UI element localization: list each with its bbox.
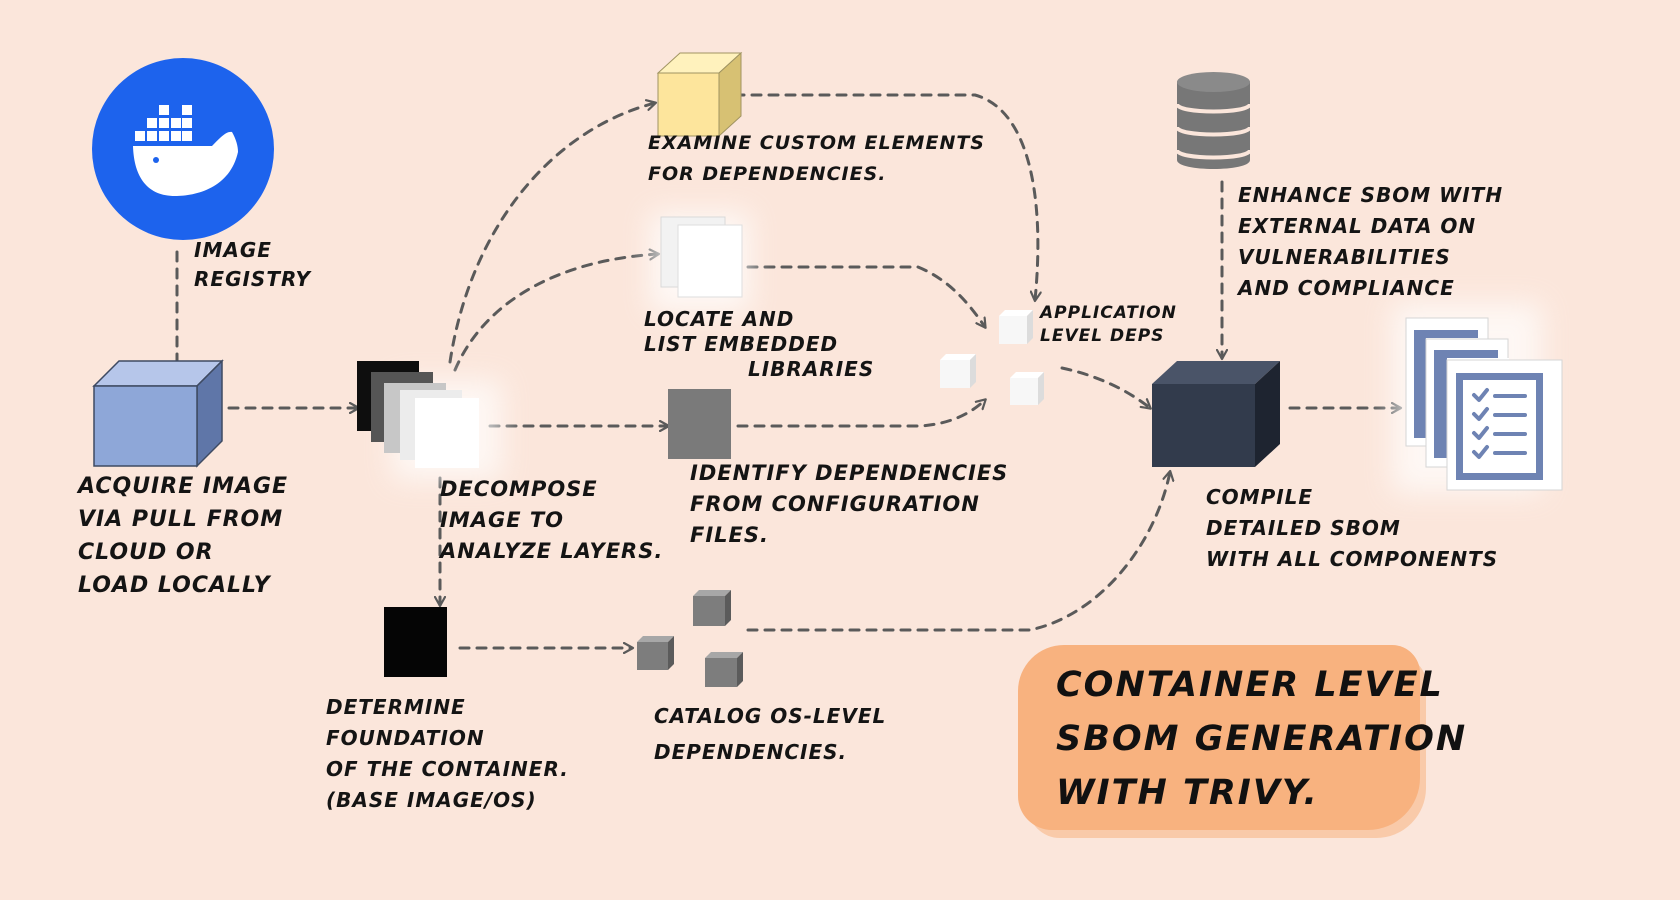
- label-line: FILES.: [690, 523, 769, 547]
- label-line: ENHANCE SBOM WITH: [1238, 183, 1504, 207]
- diagram-title: CONTAINER LEVEL SBOM GENERATION WITH TRI…: [1056, 658, 1467, 820]
- label-line: VIA PULL FROM: [78, 507, 284, 532]
- label-line: IMAGE TO: [440, 508, 565, 532]
- arrow-examine-to-app: [733, 93, 1038, 300]
- label-app-deps: APPLICATION LEVEL DEPS: [1040, 302, 1177, 348]
- label-line: VULNERABILITIES: [1238, 245, 1451, 269]
- arrow-app-to-sbom: [1060, 366, 1150, 408]
- label-line: ACQUIRE IMAGE: [78, 474, 289, 499]
- label-compile: COMPILE DETAILED SBOM WITH ALL COMPONENT…: [1206, 482, 1498, 575]
- label-line: APPLICATION: [1040, 303, 1177, 323]
- label-line: CATALOG OS-LEVEL: [654, 704, 887, 728]
- label-line: DECOMPOSE: [440, 477, 598, 501]
- arrow-layers-to-locate: [453, 254, 658, 372]
- checklist-document-icon: [1472, 388, 1527, 459]
- label-acquire-image: ACQUIRE IMAGE VIA PULL FROM CLOUD OR LOA…: [78, 470, 288, 602]
- label-decompose: DECOMPOSE IMAGE TO ANALYZE LAYERS.: [440, 474, 663, 567]
- label-line: LIST EMBEDDED: [644, 332, 839, 356]
- label-enhance: ENHANCE SBOM WITH EXTERNAL DATA ON VULNE…: [1238, 180, 1503, 304]
- label-line: LOCATE AND: [644, 307, 795, 331]
- label-image-registry: IMAGE REGISTRY: [194, 236, 311, 294]
- label-line: DETAILED SBOM: [1206, 516, 1401, 540]
- arrow-locate-to-app: [746, 265, 985, 327]
- label-determine: DETERMINE FOUNDATION OF THE CONTAINER. (…: [326, 692, 569, 816]
- app-deps-cubes: [940, 310, 1044, 405]
- label-line: DETERMINE: [326, 695, 466, 719]
- sbom-report-icon: [1392, 303, 1563, 493]
- docker-whale-icon: [133, 105, 238, 196]
- label-line: ANALYZE LAYERS.: [440, 539, 664, 563]
- label-locate: LOCATE AND LIST EMBEDDED LIBRARIES: [644, 307, 874, 382]
- label-line: EXAMINE CUSTOM ELEMENTS: [648, 132, 985, 154]
- title-line: CONTAINER LEVEL: [1056, 665, 1444, 705]
- image-layers-stack: [357, 361, 502, 480]
- label-line: REGISTRY: [194, 267, 312, 291]
- arrow-identify-to-app: [736, 400, 985, 428]
- label-line: FOR DEPENDENCIES.: [648, 163, 887, 185]
- label-line: AND COMPLIANCE: [1238, 276, 1455, 300]
- label-line: LIBRARIES: [748, 357, 875, 381]
- label-line: COMPILE: [1206, 485, 1314, 509]
- os-packages-cubes: [637, 590, 743, 687]
- label-identify: IDENTIFY DEPENDENCIES FROM CONFIGURATION…: [690, 458, 1008, 551]
- label-line: OF THE CONTAINER.: [326, 757, 569, 781]
- base-image-box: [384, 607, 447, 677]
- sbom-cube: [1152, 361, 1280, 467]
- arrow-layers-to-examine: [448, 103, 655, 364]
- label-line: IMAGE: [194, 238, 272, 262]
- title-line: WITH TRIVY.: [1056, 773, 1319, 813]
- label-line: LOAD LOCALLY: [78, 573, 271, 598]
- title-line: SBOM GENERATION: [1056, 719, 1468, 759]
- docker-registry-icon: [92, 58, 274, 240]
- label-line: DEPENDENCIES.: [654, 740, 848, 764]
- database-icon: [1175, 72, 1252, 169]
- label-line: IDENTIFY DEPENDENCIES: [690, 461, 1009, 485]
- label-line: CLOUD OR: [78, 540, 214, 565]
- title-callout: [1018, 645, 1420, 830]
- label-line: LEVEL DEPS: [1040, 326, 1165, 346]
- container-image-cube: [92, 359, 224, 468]
- label-examine: EXAMINE CUSTOM ELEMENTS FOR DEPENDENCIES…: [648, 128, 985, 190]
- custom-elements-cube: [656, 51, 743, 138]
- arrow-os-to-sbom: [746, 472, 1170, 632]
- label-line: FOUNDATION: [326, 726, 485, 750]
- label-line: FROM CONFIGURATION: [690, 492, 980, 516]
- label-catalog: CATALOG OS-LEVEL DEPENDENCIES.: [654, 698, 886, 770]
- label-line: WITH ALL COMPONENTS: [1206, 547, 1499, 571]
- embedded-libraries-icon: [650, 212, 750, 312]
- label-line: (BASE IMAGE/OS): [326, 788, 537, 812]
- label-line: EXTERNAL DATA ON: [1238, 214, 1477, 238]
- config-files-box: [668, 389, 731, 459]
